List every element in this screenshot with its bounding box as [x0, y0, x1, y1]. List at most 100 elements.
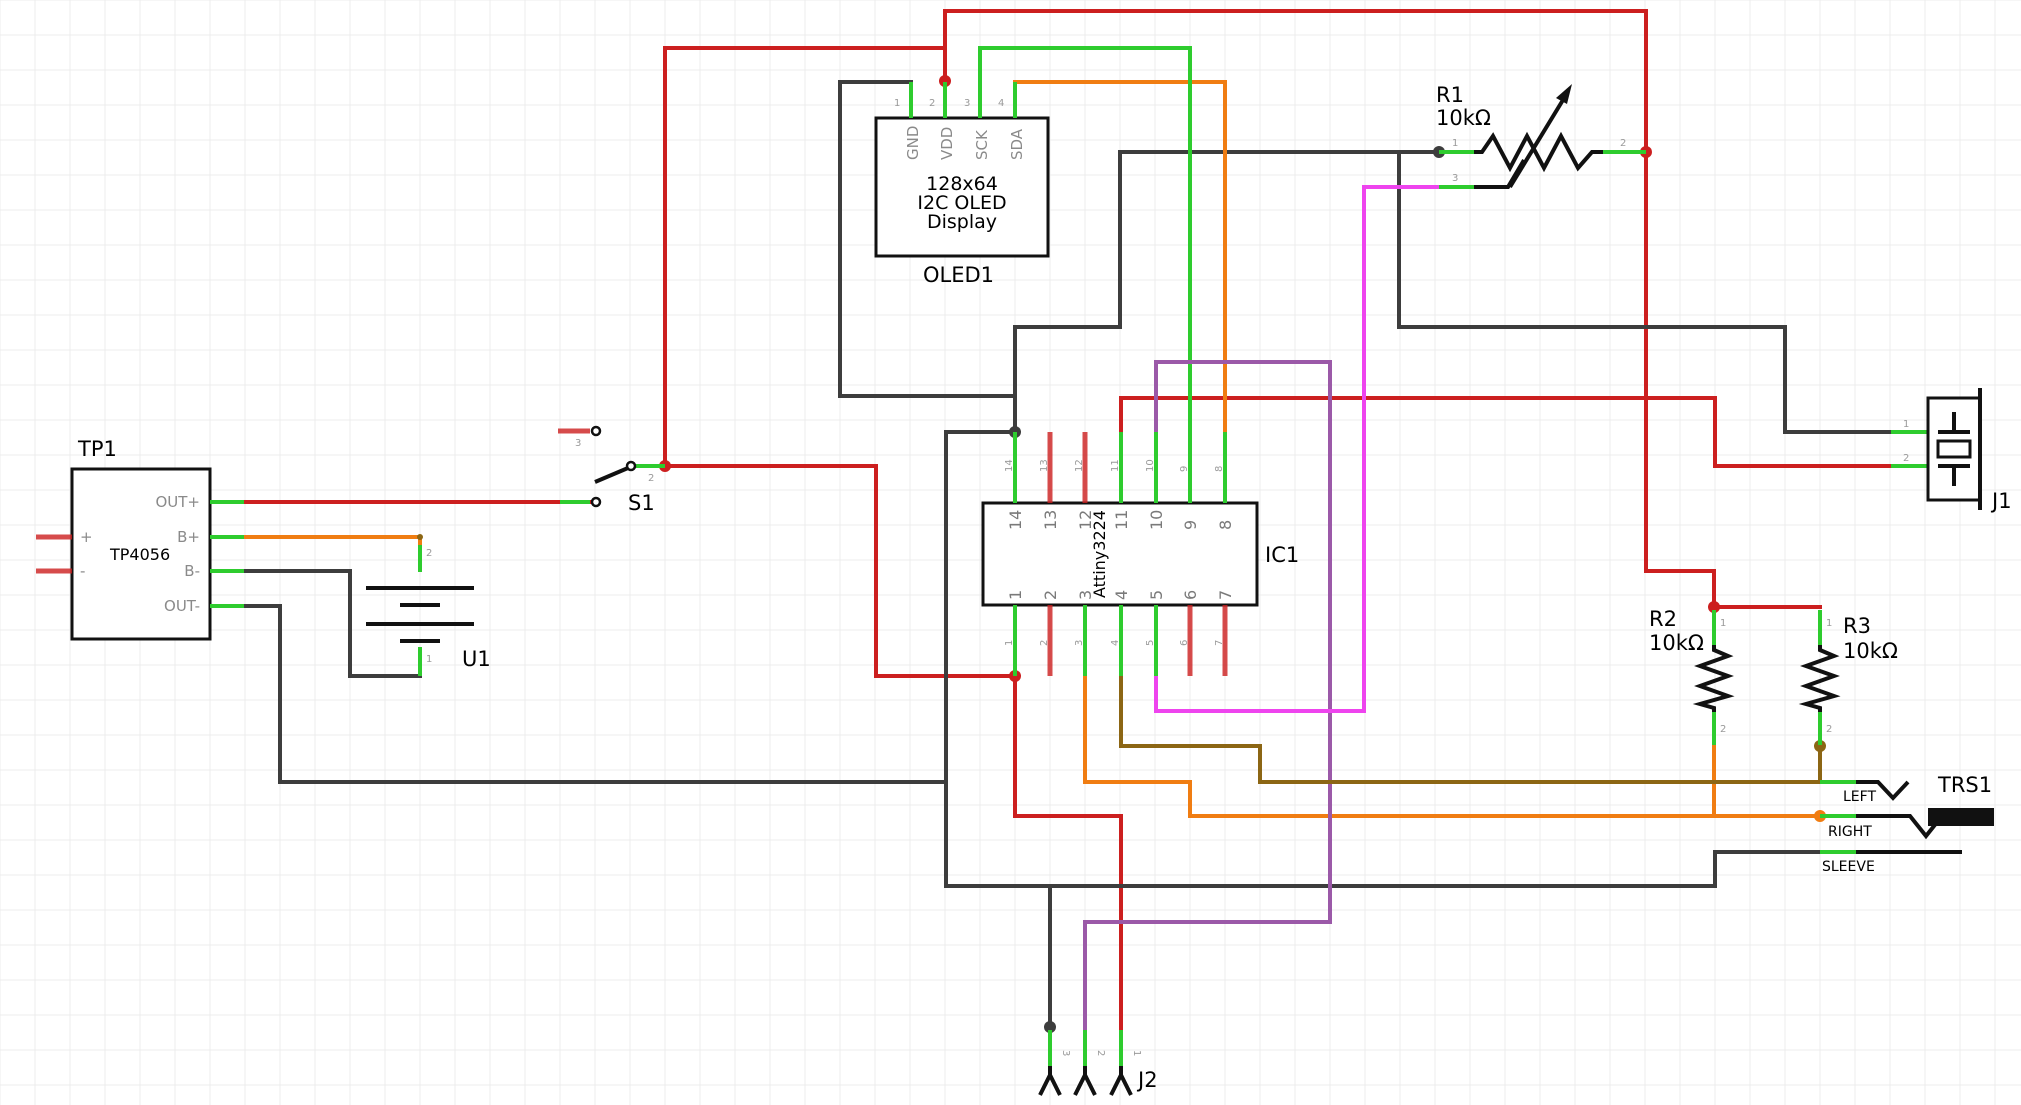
s1-ref: S1	[628, 491, 655, 515]
wire-pot-wiper	[1154, 185, 1441, 713]
trs1-right-label: RIGHT	[1828, 824, 1872, 840]
wire-gnd-oled	[838, 80, 1017, 398]
r3-zigzag	[1798, 645, 1841, 712]
oled1-pin1-num: 1	[894, 98, 900, 109]
ic1-pin-num-outer: 12	[1074, 459, 1085, 472]
oled1-pin2-num: 2	[929, 98, 935, 109]
wire-ic1-vcc-to-j2	[1013, 674, 1123, 1032]
ic1-pin-num-outer: 6	[1179, 640, 1190, 646]
s1-contact-1	[590, 496, 602, 508]
ic1-pin-num-inner: 2	[1041, 590, 1060, 600]
junction-dot-small	[417, 534, 423, 540]
r3-pin1-num: 1	[1826, 618, 1832, 629]
junction-dot	[939, 75, 951, 87]
oled1-body	[874, 116, 1050, 258]
j2-pin3-num: 3	[1060, 1050, 1071, 1056]
s1-pin2-num: 2	[648, 473, 654, 484]
ic1-ref: IC1	[1265, 543, 1299, 567]
tp1-pin-outplus-label: OUT+	[155, 493, 200, 511]
ic1-pin-num-inner: 5	[1147, 590, 1166, 600]
s1-contact-2	[625, 460, 637, 472]
ic1-pin-num-inner: 7	[1216, 590, 1235, 600]
oled1-display[interactable]: 1 2 3 4 GND VDD SCK SDA 128x64 I2C OLED …	[874, 82, 1050, 287]
ic1-pin-num-inner: 3	[1076, 590, 1095, 600]
u1-ref: U1	[462, 647, 491, 671]
ic1-pin-num-inner: 12	[1076, 510, 1095, 530]
u1-battery[interactable]: 2 1 U1	[366, 545, 491, 676]
j2-header[interactable]: 3 2 1 J2	[1038, 1030, 1158, 1096]
oled1-pin-name-vdd: VDD	[938, 127, 956, 160]
s1-lever	[594, 466, 629, 484]
r1-potentiometer[interactable]: 1 2 3 R1 10kΩ	[1436, 83, 1646, 189]
trs1-left-contact	[1856, 780, 1910, 801]
r2-resistor[interactable]: 1 2 R2 10kΩ	[1649, 607, 1735, 745]
ic1-pin-num-inner: 4	[1112, 590, 1131, 600]
wire-ic1-pin11-to-j1	[1119, 396, 1905, 500]
ic1-pin-num-outer: 9	[1179, 466, 1190, 472]
wire-updi	[1083, 360, 1332, 1032]
wire-tp1-outminus	[233, 604, 948, 784]
j1-buzzer[interactable]: 1 2 J1	[1891, 388, 2012, 513]
r2-zigzag	[1692, 645, 1735, 712]
tp1-pin-bminus-label: B-	[184, 562, 200, 580]
ic1-pin-num-inner: 13	[1041, 510, 1060, 530]
ic1-pin-num-inner: 6	[1181, 590, 1200, 600]
oled1-pin3-num: 3	[964, 98, 970, 109]
j1-symbol-crystal	[1936, 439, 1972, 459]
r2-pin2-num: 2	[1720, 724, 1726, 735]
wire-vcc-top-bus	[943, 9, 1716, 609]
oled1-pin-name-gnd: GND	[904, 126, 922, 160]
trs1-ref: TRS1	[1937, 773, 1992, 797]
tp1-body	[70, 467, 212, 641]
trs1-sleeve-label: SLEEVE	[1822, 859, 1875, 875]
r3-value: 10kΩ	[1843, 639, 1898, 663]
ic1-pin-num-outer: 2	[1039, 640, 1050, 646]
r3-resistor[interactable]: 1 2 R3 10kΩ	[1798, 610, 1898, 745]
ic1-pin-num-outer: 4	[1110, 640, 1121, 646]
oled1-line2: I2C OLED	[917, 192, 1006, 214]
ic1-pin-num-outer: 14	[1004, 459, 1015, 472]
wires	[233, 9, 1952, 1032]
tp1-pin-bplus-label: B+	[177, 528, 200, 546]
ic1-pin-num-outer: 10	[1145, 459, 1156, 472]
r1-arrow-line	[1508, 93, 1568, 189]
r1-arrow-head	[1556, 84, 1572, 104]
r1-zigzag	[1474, 131, 1603, 173]
wire-oled-sck	[978, 46, 1192, 434]
tp1-module[interactable]: TP1 TP4056 + - OUT+ B+ B- OUT-	[36, 437, 244, 641]
oled1-line3: Display	[927, 211, 997, 233]
oled1-pin-name-sda: SDA	[1008, 128, 1026, 160]
tp1-pin-in-plus-label: +	[80, 528, 93, 546]
ic1-pin-num-outer: 5	[1145, 640, 1156, 646]
j1-ref: J1	[1990, 489, 2012, 513]
j2-pin2-num: 2	[1095, 1050, 1106, 1056]
u1-pin2-num: 2	[426, 548, 432, 559]
s1-contact-3	[590, 425, 602, 437]
trs1-plug	[1928, 808, 1994, 826]
ic1-pin-num-inner: 10	[1147, 510, 1166, 530]
u1-pin1-num: 1	[426, 654, 432, 665]
j2-pin1-num: 1	[1131, 1050, 1142, 1056]
s1-switch[interactable]: 3 2 S1	[558, 425, 665, 515]
tp1-label: TP4056	[109, 545, 170, 564]
r3-ref: R3	[1843, 614, 1871, 638]
r3-pin2-num: 2	[1826, 724, 1832, 735]
r2-pin1-num: 1	[1720, 618, 1726, 629]
j1-pin2-num: 2	[1903, 453, 1909, 464]
s1-pin3-num: 3	[575, 438, 581, 449]
ic1-pin-num-inner: 14	[1006, 510, 1025, 530]
wire-gnd-to-j1	[1397, 150, 1905, 434]
r1-pin3-num: 3	[1452, 173, 1458, 184]
wire-oled-sda	[1013, 80, 1227, 434]
ic1-pin-num-inner: 1	[1006, 590, 1025, 600]
oled1-pin-name-sck: SCK	[973, 129, 991, 160]
j2-ref: J2	[1136, 1068, 1158, 1092]
trs1-audio-jack[interactable]: LEFT RIGHT SLEEVE TRS1	[1820, 773, 1994, 875]
ic1-pin-num-outer: 13	[1039, 459, 1050, 472]
r1-pin1-num: 1	[1452, 138, 1458, 149]
ic1-pin-num-outer: 7	[1214, 640, 1225, 646]
